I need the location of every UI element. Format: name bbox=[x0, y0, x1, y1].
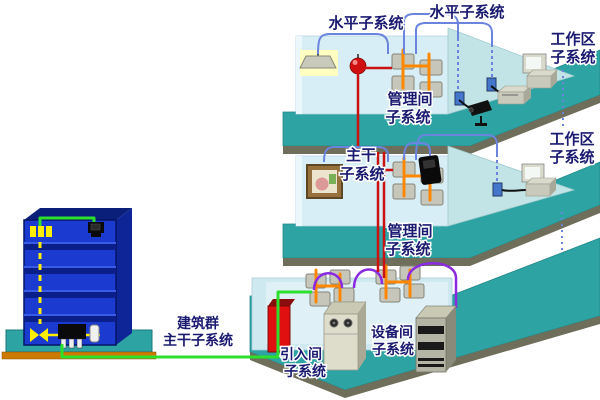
wall-painting-icon bbox=[306, 164, 343, 199]
rack-leg bbox=[68, 338, 75, 349]
floor-slab-edge bbox=[283, 95, 600, 154]
label-management-mid: 管理间 bbox=[387, 222, 432, 240]
floor-bottom bbox=[249, 237, 600, 398]
cross-connect-panel-equipment bbox=[375, 264, 425, 303]
floor-slab-edge bbox=[283, 205, 600, 266]
bowtie-connector-icon bbox=[39, 328, 48, 342]
building-green-cable bbox=[38, 216, 96, 226]
diagram-labels: 水平子系统 水平子系统 工作区 子系统 工作区 子系统 管理间 子系统 主干 子… bbox=[162, 2, 598, 382]
label-equipment: 设备间 bbox=[371, 324, 413, 341]
label-horizontal-subsystem-2: 水平子系统 bbox=[429, 3, 504, 21]
panel-icon bbox=[46, 226, 52, 237]
equipment-cable bbox=[406, 262, 458, 308]
label-equipment-2: 子系统 bbox=[372, 341, 414, 358]
label-entrance-2: 子系统 bbox=[284, 363, 326, 380]
printer-icon bbox=[490, 85, 532, 105]
horizontal-cable bbox=[415, 22, 493, 54]
floor-middle bbox=[282, 134, 600, 266]
horizontal-cable bbox=[403, 13, 459, 54]
distribution-rack-icon bbox=[58, 324, 86, 339]
label-backbone: 主干 bbox=[346, 146, 376, 164]
floor-top bbox=[282, 13, 600, 154]
cross-connect-panel-top bbox=[391, 48, 443, 98]
label-management-top-2: 子系统 bbox=[385, 108, 430, 126]
label-workarea-top: 工作区 bbox=[550, 30, 595, 48]
label-backbone-2: 子系统 bbox=[339, 165, 384, 183]
horizontal-cable bbox=[323, 146, 389, 163]
pbx-cabinet-icon bbox=[323, 301, 367, 371]
wall-outlet-icon bbox=[454, 91, 465, 106]
label-campus: 建筑群 bbox=[177, 315, 219, 332]
label-horizontal-subsystem-1: 水平子系统 bbox=[328, 14, 403, 32]
bowtie-connector-icon bbox=[30, 328, 39, 342]
desktop-computer-icon bbox=[501, 163, 557, 197]
label-management-mid-2: 子系统 bbox=[385, 240, 430, 258]
building-top-floor-equipment bbox=[30, 216, 104, 237]
cross-connect-panel-entrance bbox=[305, 268, 355, 307]
server-rack-icon bbox=[415, 305, 457, 373]
wall-highlight bbox=[296, 156, 302, 226]
wall-outlet-icon bbox=[486, 77, 497, 92]
security-camera-icon bbox=[458, 99, 492, 126]
campus-building bbox=[1, 208, 157, 360]
wall-highlight bbox=[296, 36, 302, 114]
label-entrance: 引入间 bbox=[280, 346, 322, 363]
label-workarea-mid: 工作区 bbox=[549, 130, 594, 148]
rack-leg bbox=[76, 338, 83, 349]
floor-slab-edge bbox=[250, 352, 345, 398]
building-bottom-floor-equipment bbox=[30, 324, 100, 349]
horizontal-cable bbox=[317, 33, 389, 55]
label-management-top: 管理间 bbox=[387, 90, 432, 108]
campus-backbone-cable bbox=[60, 290, 312, 359]
equipment-cable bbox=[312, 272, 344, 291]
wall-outlet-icon bbox=[492, 182, 503, 197]
alarm-sphere-icon bbox=[349, 54, 367, 75]
computer-screen bbox=[90, 223, 101, 231]
panel-icon bbox=[38, 226, 44, 237]
horizontal-cable bbox=[415, 134, 498, 161]
building-floor-stripes bbox=[24, 242, 116, 322]
horizontal-cable bbox=[403, 142, 431, 161]
building-side bbox=[116, 208, 132, 345]
cylinder-icon bbox=[89, 324, 100, 343]
label-campus-2: 主干子系统 bbox=[163, 332, 233, 349]
floor-slab-edge bbox=[345, 316, 600, 398]
wall-phone-icon bbox=[418, 155, 442, 185]
panel-icon bbox=[30, 226, 36, 237]
backbone-cable-top bbox=[356, 66, 392, 148]
label-workarea-top-2: 子系统 bbox=[550, 48, 595, 66]
partition-wall bbox=[447, 145, 576, 227]
label-workarea-mid-2: 子系统 bbox=[549, 148, 594, 166]
computer-base bbox=[91, 233, 101, 237]
desktop-computer-icon bbox=[522, 53, 558, 89]
equipment-cable bbox=[352, 268, 384, 289]
